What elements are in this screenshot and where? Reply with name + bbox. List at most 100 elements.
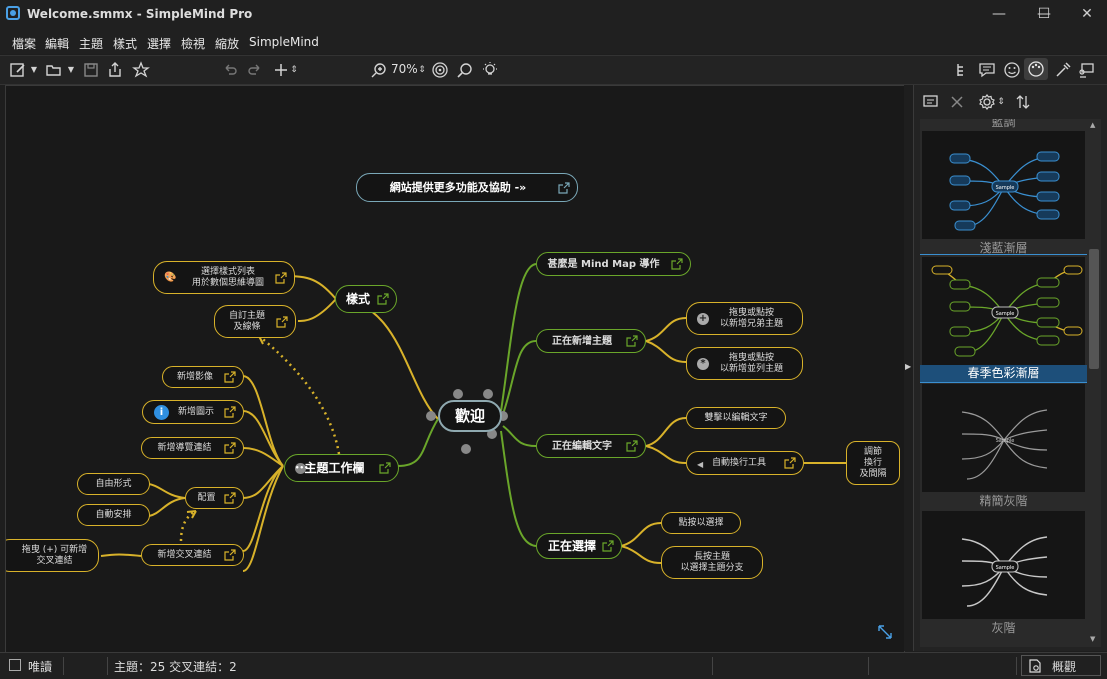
settings-stepper-icon[interactable]: ⇕ <box>997 97 1005 107</box>
node-drag-plus[interactable]: 拖曳 (+) 可新增 交叉連結 <box>6 539 99 572</box>
dropdown-handle[interactable] <box>426 411 436 421</box>
node-website-link[interactable]: 網站提供更多功能及協助 -» <box>356 173 578 202</box>
outline-tree-icon[interactable] <box>952 61 970 79</box>
external-link-icon[interactable] <box>379 462 391 474</box>
style-thumb-grayscale[interactable]: Sample 灰階 <box>920 509 1087 636</box>
splitter-arrow-icon[interactable]: ▶ <box>905 362 912 371</box>
maximize-window-button[interactable]: ☐ <box>1037 6 1051 22</box>
add-topic-icon[interactable] <box>272 61 290 79</box>
menu-simplemind[interactable]: SimpleMind <box>249 35 319 49</box>
node-styles[interactable]: 樣式 <box>335 285 397 313</box>
connection-lines <box>100 263 846 572</box>
node-tap-select[interactable]: 點按以選擇 <box>661 512 741 534</box>
collapse-handle[interactable] <box>453 389 463 399</box>
node-what-is-mind-map[interactable]: 甚麼是 Mind Map 導作 <box>536 252 691 276</box>
node-free-form[interactable]: 自由形式 <box>77 473 150 495</box>
save-icon[interactable] <box>82 61 100 79</box>
node-layout[interactable]: 配置 <box>185 487 244 509</box>
undo-icon[interactable] <box>221 61 239 79</box>
style-thumb-spring-color[interactable]: Sample 春季色彩漸層 <box>920 254 1087 383</box>
check-handle[interactable] <box>461 444 471 454</box>
settings-gear-icon[interactable] <box>978 93 996 111</box>
menu-view[interactable]: 檢視 <box>181 37 206 51</box>
zoom-level[interactable]: 70% <box>391 62 418 76</box>
add-topic-stepper-icon[interactable]: ⇕ <box>290 65 298 75</box>
new-document-icon[interactable] <box>9 61 27 79</box>
stickers-smiley-icon[interactable] <box>1003 61 1021 79</box>
node-style-list[interactable]: 🎨選擇樣式列表 用於數個思維導圖 <box>153 261 295 294</box>
open-dropdown-icon[interactable]: ▼ <box>67 65 75 74</box>
color-picker-icon[interactable] <box>1054 61 1072 79</box>
node-adjust-wrap[interactable]: 調節 換行 及間隔 <box>846 441 900 485</box>
minimize-window-button[interactable]: — <box>992 6 1006 22</box>
menu-style[interactable]: 樣式 <box>113 37 138 51</box>
fit-expand-icon[interactable] <box>877 624 893 640</box>
open-folder-icon[interactable] <box>45 61 63 79</box>
style-thumb-minimal-gray[interactable]: Sample 精簡灰階 <box>920 382 1087 509</box>
node-tap-child[interactable]: *拖曳或點按 以新增並列主題 <box>686 347 803 380</box>
menu-topic[interactable]: 主題 <box>79 37 104 51</box>
external-link-icon[interactable] <box>671 258 683 270</box>
node-topic-toolbar[interactable]: •••主題工作欄 <box>284 454 399 482</box>
external-link-icon[interactable] <box>275 271 287 284</box>
external-link-icon[interactable] <box>224 549 236 561</box>
style-palette-icon[interactable] <box>1024 58 1048 80</box>
menu-edit[interactable]: 編輯 <box>45 37 70 51</box>
style-thumb-light-blue[interactable]: Sample 淺藍漸層 <box>920 129 1087 255</box>
scroll-up-icon[interactable]: ▲ <box>1090 121 1096 129</box>
node-auto-wrap[interactable]: ◀自動換行工具 <box>686 451 804 475</box>
external-link-icon[interactable] <box>602 540 614 552</box>
node-long-press[interactable]: 長按主題 以選擇主題分支 <box>661 546 763 579</box>
presentation-icon[interactable] <box>1078 61 1096 79</box>
search-icon[interactable] <box>456 61 474 79</box>
text-handle[interactable] <box>483 389 493 399</box>
close-window-button[interactable]: ✕ <box>1081 6 1093 22</box>
external-link-icon[interactable] <box>784 457 796 469</box>
node-auto-arrange[interactable]: 自動安排 <box>77 504 150 526</box>
notes-icon[interactable] <box>978 61 996 79</box>
style-list-scrollbar[interactable]: ▲ ▼ <box>1087 119 1101 647</box>
minimize-button[interactable]: — <box>1037 6 1051 22</box>
share-icon[interactable] <box>106 61 124 79</box>
scroll-down-icon[interactable]: ▼ <box>1090 635 1096 643</box>
style-list[interactable]: 藍調 Sample <box>920 119 1087 647</box>
external-link-icon[interactable] <box>224 406 236 418</box>
external-link-icon[interactable] <box>224 492 236 504</box>
focus-target-icon[interactable] <box>431 61 449 79</box>
new-dropdown-icon[interactable]: ▼ <box>30 65 38 74</box>
external-link-icon[interactable] <box>558 181 570 194</box>
external-link-icon[interactable] <box>276 315 288 328</box>
node-add-cross-link[interactable]: 新增交叉連結 <box>141 544 244 566</box>
external-link-icon[interactable] <box>377 293 389 305</box>
favorite-star-icon[interactable] <box>132 61 150 79</box>
idea-lightbulb-icon[interactable] <box>481 61 499 79</box>
external-link-icon[interactable] <box>224 442 236 454</box>
menu-select[interactable]: 選擇 <box>147 37 172 51</box>
zoom-stepper-icon[interactable]: ⇕ <box>418 65 426 75</box>
close-icon[interactable] <box>948 93 966 111</box>
node-double-tap[interactable]: 雙擊以編輯文字 <box>686 407 786 429</box>
menu-zoom[interactable]: 縮放 <box>215 37 240 51</box>
node-adding-topics[interactable]: 正在新增主題 <box>536 329 646 353</box>
apply-style-icon[interactable] <box>922 93 940 111</box>
menu-file[interactable]: 檔案 <box>12 37 37 51</box>
overview-button[interactable]: 概觀 <box>1021 655 1101 676</box>
node-add-link[interactable]: 新增導覽連結 <box>141 437 244 459</box>
scrollbar-thumb[interactable] <box>1089 249 1099 369</box>
node-editing-text[interactable]: 正在編輯文字 <box>536 434 646 458</box>
read-only-checkbox[interactable] <box>9 659 21 671</box>
node-tap-sibling[interactable]: +拖曳或點按 以新增兄弟主題 <box>686 302 803 335</box>
sort-icon[interactable] <box>1014 93 1032 111</box>
node-add-image[interactable]: 新增影像 <box>162 366 244 388</box>
node-center-welcome[interactable]: 歡迎 <box>438 400 502 432</box>
panel-splitter[interactable] <box>904 85 913 651</box>
external-link-icon[interactable] <box>224 371 236 383</box>
zoom-in-icon[interactable] <box>370 61 388 79</box>
external-link-icon[interactable] <box>626 440 638 452</box>
mind-map-canvas[interactable]: 網站提供更多功能及協助 -» 歡迎 樣式 🎨選擇樣式列表 用於數個思維導圖 自訂… <box>5 85 905 653</box>
external-link-icon[interactable] <box>626 335 638 347</box>
node-custom-theme[interactable]: 自訂主題 及線條 <box>214 305 296 338</box>
redo-icon[interactable] <box>246 61 264 79</box>
node-selecting[interactable]: 正在選擇 <box>536 533 622 559</box>
